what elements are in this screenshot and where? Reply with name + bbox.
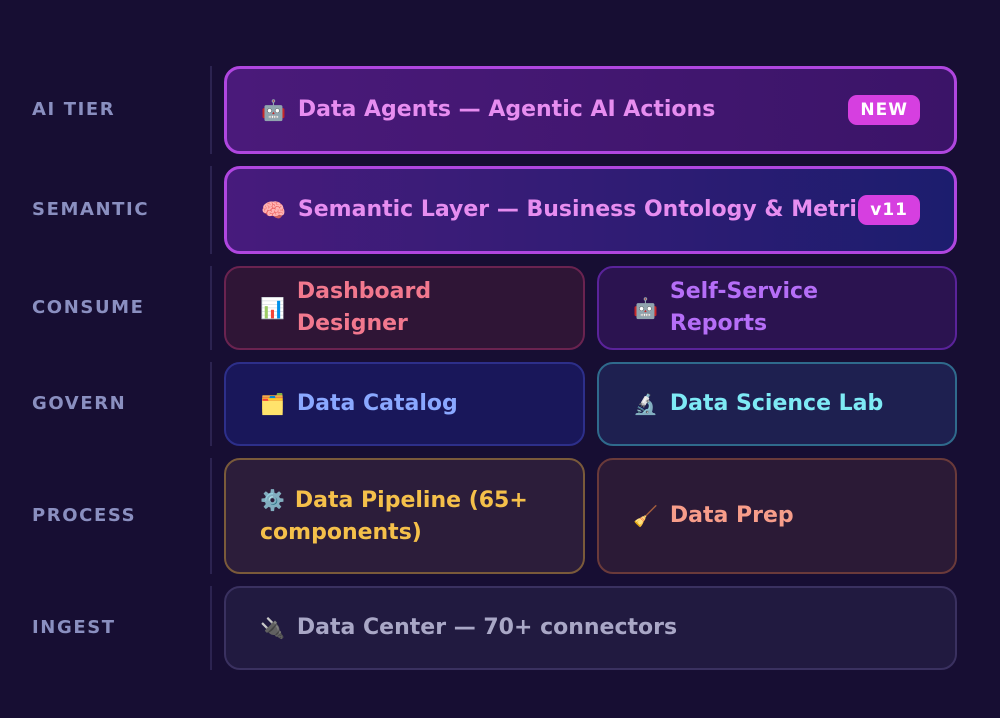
box-data-agents[interactable]: 🤖 Data Agents — Agentic AI Actions NEW	[224, 66, 957, 154]
box-label: Dashboard Designer	[296, 279, 432, 336]
robot-icon: 🤖	[633, 296, 658, 320]
box-semantic-layer[interactable]: 🧠 Semantic Layer — Business Ontology & M…	[224, 166, 957, 254]
tier-label-semantic: SEMANTIC	[32, 199, 150, 220]
tier-label-consume: CONSUME	[32, 297, 145, 318]
tier-row-consume: CONSUME 📊 Dashboard Designer 🤖 Self-Serv…	[0, 266, 1000, 350]
gear-icon: ⚙️	[260, 488, 285, 512]
microscope-icon: 🔬	[633, 392, 658, 416]
tier-row-ai: AI TIER 🤖 Data Agents — Agentic AI Actio…	[0, 66, 1000, 154]
tier-divider	[210, 266, 212, 350]
tier-divider	[210, 166, 212, 254]
plug-icon: 🔌	[260, 616, 285, 640]
tier-divider	[210, 66, 212, 154]
tier-label-process: PROCESS	[32, 505, 137, 526]
box-label: Data Agents — Agentic AI Actions	[297, 97, 716, 122]
brain-icon: 🧠	[261, 198, 286, 222]
tier-label-ingest: INGEST	[32, 617, 116, 638]
new-badge: NEW	[848, 95, 920, 125]
tier-label-ai: AI TIER	[32, 99, 116, 120]
box-data-prep[interactable]: 🧹 Data Prep	[597, 458, 957, 574]
box-data-science-lab[interactable]: 🔬 Data Science Lab	[597, 362, 957, 446]
broom-icon: 🧹	[633, 504, 658, 528]
box-label: Self-Service Reports	[669, 279, 818, 336]
box-label: Data Center — 70+ connectors	[296, 615, 678, 640]
box-label: Data Catalog	[296, 391, 458, 416]
box-data-center[interactable]: 🔌 Data Center — 70+ connectors	[224, 586, 957, 670]
tier-row-ingest: INGEST 🔌 Data Center — 70+ connectors	[0, 586, 1000, 670]
version-badge: v11	[858, 195, 920, 225]
box-label: Semantic Layer — Business Ontology & Met…	[297, 197, 884, 222]
robot-icon: 🤖	[261, 98, 286, 122]
tier-row-govern: GOVERN 🗂️ Data Catalog 🔬 Data Science La…	[0, 362, 1000, 446]
box-label-text: Data Pipeline (65+ components)	[260, 488, 528, 545]
tier-row-semantic: SEMANTIC 🧠 Semantic Layer — Business Ont…	[0, 166, 1000, 254]
bar-chart-icon: 📊	[260, 296, 285, 320]
box-label: Data Prep	[669, 503, 794, 528]
tier-divider	[210, 362, 212, 446]
tier-divider	[210, 458, 212, 574]
box-label: Data Science Lab	[669, 391, 884, 416]
box-data-pipeline[interactable]: ⚙️Data Pipeline (65+ components)	[224, 458, 585, 574]
tier-label-govern: GOVERN	[32, 393, 127, 414]
tier-divider	[210, 586, 212, 670]
box-dashboard-designer[interactable]: 📊 Dashboard Designer	[224, 266, 585, 350]
box-data-catalog[interactable]: 🗂️ Data Catalog	[224, 362, 585, 446]
card-index-icon: 🗂️	[260, 392, 285, 416]
tier-row-process: PROCESS ⚙️Data Pipeline (65+ components)…	[0, 458, 1000, 574]
box-label: ⚙️Data Pipeline (65+ components)	[260, 484, 549, 549]
box-self-service-reports[interactable]: 🤖 Self-Service Reports	[597, 266, 957, 350]
